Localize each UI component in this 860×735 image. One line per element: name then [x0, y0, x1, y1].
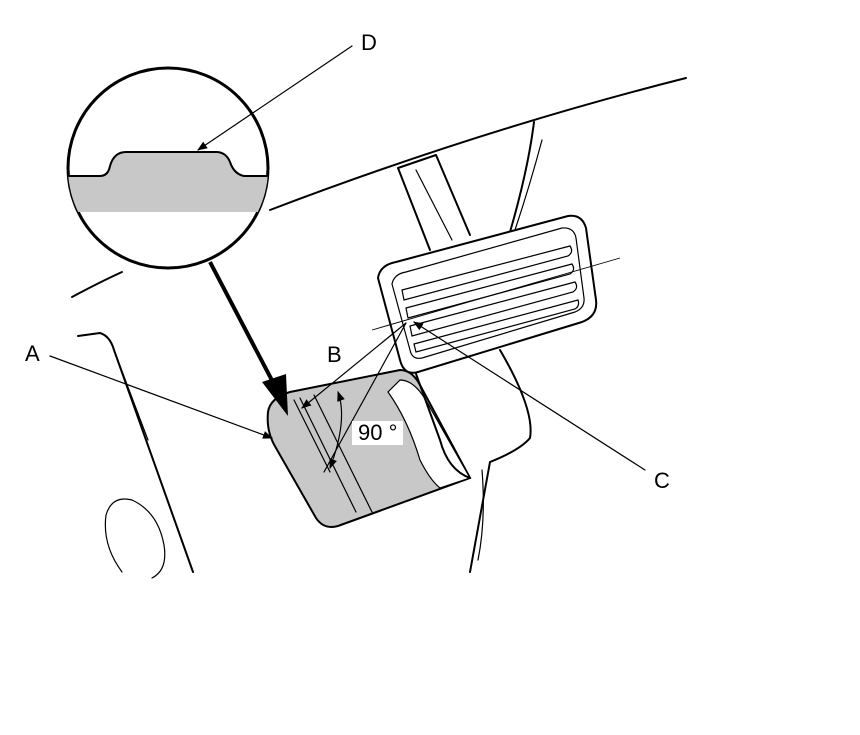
pedal-support-inner — [477, 469, 484, 561]
label-a: A — [25, 341, 40, 366]
detail-profile — [68, 151, 268, 212]
mat-line-1 — [299, 397, 357, 513]
pedal-center-line — [371, 257, 621, 331]
side-panel — [77, 332, 194, 573]
detail-arrow — [208, 261, 278, 389]
pedal-arm-inner — [415, 169, 453, 241]
pedal-pad-inner — [391, 227, 585, 359]
panel-oval — [104, 498, 166, 579]
dash-upper-line — [269, 77, 687, 211]
label-c: C — [654, 468, 670, 493]
pedal-support — [469, 349, 532, 573]
angle-label: 90 ° — [352, 421, 404, 445]
pedal-arm-right — [397, 167, 431, 251]
label-d: D — [361, 30, 377, 55]
side-panel-inner — [113, 349, 149, 441]
arm-bracket — [509, 121, 535, 233]
pedal-ribs — [401, 245, 580, 353]
leader-a — [49, 355, 273, 439]
leader-d — [197, 45, 353, 151]
measure-line-b — [301, 322, 407, 409]
arm-bracket-inner — [514, 139, 543, 231]
dash-left-line — [71, 271, 123, 298]
label-b: B — [327, 342, 342, 367]
angle-arc — [329, 391, 345, 469]
pedal-stem — [419, 384, 471, 479]
leader-c — [413, 321, 646, 471]
pedal-arm — [397, 154, 471, 236]
perpendicular-line — [293, 399, 331, 473]
detail-arrow-head — [262, 374, 288, 416]
